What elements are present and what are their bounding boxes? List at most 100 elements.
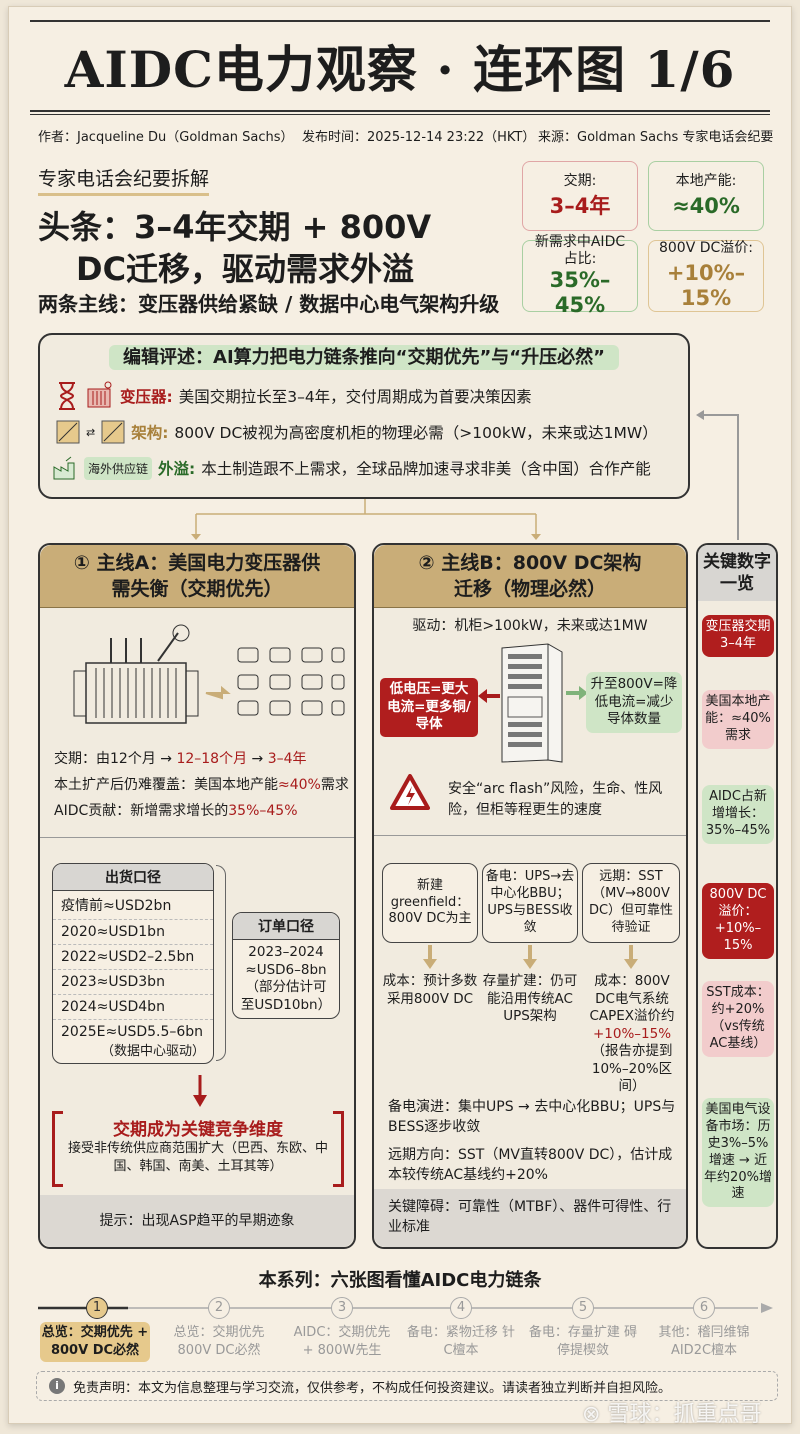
shipment-note: （数据中心驱动）	[100, 1044, 205, 1059]
series-step-5[interactable]: 5	[572, 1297, 594, 1319]
local-value: ≈40%	[278, 777, 321, 793]
editorial-title-text: 编辑评述：AI算力把电力链条推向“交期优先”与“升压必然”	[109, 345, 619, 370]
stat-local-capacity: 本地产能: ≈40%	[648, 161, 764, 231]
local-capacity-line: 本土扩产后仍难覆盖：美国本地产能≈40%需求	[54, 775, 349, 797]
stat-value: 3–4年	[549, 193, 611, 218]
cost-greenfield: 成本：预计多数采用800V DC	[382, 973, 478, 1007]
shipment-header: 出货口径	[53, 864, 213, 891]
left-arrow-icon	[478, 689, 500, 703]
dc-converter-icon	[56, 420, 80, 444]
editorial-title: 编辑评述：AI算力把电力链条推向“交期优先”与“升压必然”	[40, 343, 688, 370]
hourglass-icon	[59, 382, 75, 410]
divider	[374, 835, 686, 836]
shipment-table: 出货口径 疫情前≈USD2bn 2020≈USD1bn 2022≈USD2–2.…	[52, 863, 214, 1064]
sidebar-item: AIDC占新增增长：35%–45%	[702, 785, 774, 844]
snowball-logo-icon: ⊗	[582, 1402, 601, 1427]
series-label-5[interactable]: 备电：存量扩建 碍停提楔敛	[528, 1325, 638, 1359]
series-step-1[interactable]: 1	[86, 1297, 108, 1319]
series-label-3[interactable]: AIDC：交期优先 + 800W先生	[293, 1325, 391, 1359]
cost-value: +10%–15%	[592, 1025, 672, 1042]
sidebar-title: 关键数字一览	[698, 545, 776, 602]
series-step-4[interactable]: 4	[450, 1297, 472, 1319]
editorial-key: 架构:	[131, 424, 169, 442]
sidebar-item: 变压器交期3–4年	[702, 615, 774, 657]
series-step-6[interactable]: 6	[693, 1297, 715, 1319]
safety-text: 安全“arc flash”风险，生命、性风险，但柜等程更生的速度	[448, 781, 663, 818]
lead-time-arrow: →	[247, 751, 268, 767]
shipment-row: 2023≈USD3bn	[53, 970, 213, 995]
brace	[216, 865, 226, 1061]
editorial-key: 外溢:	[158, 460, 196, 478]
shipment-row: 2024≈USD4bn	[53, 995, 213, 1020]
transformer-illustration-icon	[73, 624, 345, 724]
swap-arrows-icon: ⇄	[86, 425, 96, 439]
sidebar-item: 美国本地产能：≈40%需求	[702, 690, 774, 749]
order-table: 订单口径 2023–2024 ≈USD6–8bn（部分估计可至USD10bn）	[232, 912, 340, 1020]
key-barrier: 关键障碍：可靠性（MTBF）、器件可得性、行业标准	[374, 1189, 686, 1247]
title-rule	[30, 110, 770, 112]
series-timeline	[38, 1303, 773, 1313]
stat-dc-premium: 800V DC溢价:+10%–15%	[648, 240, 764, 312]
stat-value: 35%–45%	[549, 267, 611, 317]
column-a-tip: 提示：出现ASP趋平的早期迹象	[40, 1195, 354, 1247]
lead-time-now: 3–4年	[267, 751, 307, 767]
headline-line1: 头条：3–4年交期 + 800V	[38, 208, 432, 246]
series-step-3[interactable]: 3	[331, 1297, 353, 1319]
greenfield-box: 新建greenfield：800V DC为主	[382, 863, 478, 943]
series-label-2[interactable]: 总览：交期优先 800V DC必然	[173, 1325, 265, 1359]
aidc-contribution-line: AIDC贡献：新增需求增长的35%–45%	[54, 801, 298, 823]
column-a: ① 主线A：美国电力变压器供需失衡（交期优先） 交期：由12个月 → 12–18…	[38, 543, 356, 1249]
column-b-header: ② 主线B：800V DC架构迁移（物理必然）	[374, 545, 686, 608]
aidc-prefix: AIDC贡献：新增需求增长的	[54, 803, 229, 819]
key-dimension-bracket: 交期成为关键竞争维度 接受非传统供应商范围扩大（巴西、东欧、中国、韩国、南美、土…	[52, 1111, 344, 1187]
title-rule-thin	[30, 114, 770, 115]
sidebar-item: 美国电气设备市场：历史3%–5%增速 → 近年约20%增速	[702, 1098, 774, 1208]
high-voltage-callout: 升至800V=降低电流=减少导体数量	[586, 672, 682, 733]
column-a-header: ① 主线A：美国电力变压器供需失衡（交期优先）	[40, 545, 354, 608]
lead-time-prefix: 交期：由12个月 →	[54, 751, 177, 767]
stat-label: 新需求中AIDC占比:	[534, 234, 626, 267]
series-label-4[interactable]: 备电：紧物迁移 针C檀本	[406, 1325, 516, 1359]
cost-suffix: （报告亦提到10%–20%区间）	[591, 1043, 673, 1095]
local-suffix: 需求	[320, 777, 349, 793]
editorial-text: 美国交期拉长至3–4年，交付周期成为首要决策因素	[178, 388, 532, 406]
stat-label: 本地产能:	[675, 173, 737, 189]
stat-value: ≈40%	[672, 193, 740, 218]
drive-text: 驱动：机柜>100kW，未来或达1MW	[412, 618, 648, 634]
key-numbers-sidebar: 关键数字一览 变压器交期3–4年 美国本地产能：≈40%需求 AIDC占新增增长…	[696, 543, 778, 1249]
key-dimension-text: 接受非传统供应商范围扩大（巴西、东欧、中国、韩国、南美、土耳其等）	[67, 1141, 328, 1175]
author: 作者：Jacqueline Du（Goldman Sachs）	[38, 130, 294, 145]
disclaimer-text: 免责声明：本文为信息整理与学习交流，仅供参考，不构成任何投资建议。请读者独立判断…	[73, 1380, 672, 1396]
info-icon: i	[49, 1378, 65, 1394]
series-title: 本系列：六张图看懂AIDC电力链条	[258, 1270, 542, 1291]
series-step-2[interactable]: 2	[208, 1297, 230, 1319]
low-voltage-callout: 低电压=更大电流=更多铜/导体	[380, 678, 478, 737]
disclaimer-box: i 免责声明：本文为信息整理与学习交流，仅供参考，不构成任何投资建议。请读者独立…	[36, 1371, 778, 1401]
watermark: ⊗ 雪球：抓重点哥	[582, 1396, 761, 1428]
server-rack-icon	[501, 643, 563, 763]
high-voltage-warning-icon	[390, 774, 430, 810]
stat-aidc-share: 新需求中AIDC占比:35%–45%	[522, 234, 638, 317]
series-label-1[interactable]: 总览：交期优先 + 800V DC必然	[40, 1322, 150, 1363]
backup-evolution: 备电演进：集中UPS → 去中心化BBU；UPS与BESS逐步收敛	[388, 1099, 676, 1136]
series-label-6[interactable]: 其他：稽冃维锦 AID2C檀本	[658, 1325, 750, 1359]
connector-lines	[191, 410, 739, 540]
down-arrows	[423, 945, 638, 969]
stat-value: +10%–15%	[666, 261, 746, 311]
publish-time: 发布时间：2025-12-14 23:22（HKT）	[302, 130, 536, 145]
cost-existing: 存量扩建：仍可能沿用传统AC UPS架构	[482, 973, 578, 1025]
column-b: ② 主线B：800V DC架构迁移（物理必然） 驱动：机柜>100kW，未来或达…	[372, 543, 688, 1249]
editorial-box: 编辑评述：AI算力把电力链条推向“交期优先”与“升压必然” 变压器:美国交期拉长…	[38, 333, 690, 499]
sidebar-item: 800V DC溢价：+10%–15%	[702, 883, 774, 959]
far-direction: 远期方向：SST（MV直转800V DC），估计成本较传统AC基线约+20%	[388, 1147, 673, 1184]
ac-dc-converter-icon	[101, 420, 125, 444]
transformer-icon	[87, 381, 112, 408]
shipment-row: 2025E≈USD5.5–6bn	[61, 1024, 204, 1040]
headline-line2: DC迁移，驱动需求外溢	[76, 250, 415, 288]
editorial-row-architecture: ⇄ 架构:800V DC被视为高密度机柜的物理必需（>100kW，未来或达1MW…	[56, 420, 658, 444]
right-arrow-icon	[566, 686, 588, 700]
stat-label: 交期:	[563, 173, 597, 189]
source: 来源：Goldman Sachs 专家电话会纪要	[538, 130, 774, 145]
editorial-row-spillover: 海外供应链 外溢:本土制造跟不上需求，全球品牌加速寻求非美（含中国）合作产能	[52, 455, 651, 481]
headline-sub: 两条主线：变压器供给紧缺 / 数据中心电气架构升级	[38, 292, 500, 316]
